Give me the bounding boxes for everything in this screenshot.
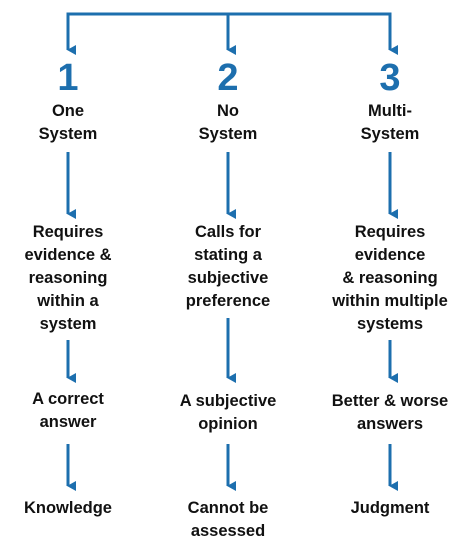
column-2-result: Cannot be assessed: [150, 497, 306, 543]
column-2-criteria-line: stating a: [194, 246, 262, 264]
column-3-criteria-line: Requires: [354, 223, 426, 241]
column-2-criteria-line: preference: [185, 292, 271, 310]
column-3-criteria-line: systems: [356, 315, 424, 333]
column-1-criteria-line: system: [39, 315, 97, 333]
column-1-criteria-line: within a: [37, 292, 99, 310]
column-3-number: 3: [379, 57, 401, 99]
column-1-heading-line: System: [38, 125, 98, 143]
column-1-outcome: A correct answer: [0, 388, 146, 434]
column-2-criteria-line: subjective: [187, 269, 269, 287]
column-2-result-line: Cannot be: [187, 499, 269, 517]
column-1-number: 1: [57, 57, 79, 99]
column-2-result-line: assessed: [190, 522, 266, 540]
column-3-outcome: Better & worse answers: [312, 390, 468, 436]
column-2-heading-line: No: [217, 102, 239, 120]
column-3-outcome-line: answers: [356, 415, 424, 433]
column-1-criteria-line: evidence &: [24, 246, 112, 264]
column-3-result-line: Judgment: [350, 499, 430, 517]
column-1-outcome-line: answer: [39, 413, 97, 431]
column-3-heading-line: Multi-: [368, 102, 412, 120]
column-3-outcome-line: Better & worse: [331, 392, 449, 410]
column-1-criteria-line: Requires: [32, 223, 104, 241]
column-2-heading: No System: [150, 100, 306, 146]
column-1-criteria-line: reasoning: [28, 269, 108, 287]
column-1-result: Knowledge: [0, 497, 146, 520]
column-2-outcome: A subjective opinion: [150, 390, 306, 436]
column-3-result: Judgment: [312, 497, 468, 520]
column-3-criteria-line: & reasoning: [342, 269, 438, 287]
column-1-heading: One System: [0, 100, 146, 146]
column-1-outcome-line: A correct: [32, 390, 104, 408]
column-2-number: 2: [217, 57, 239, 99]
column-2-outcome-line: A subjective: [179, 392, 277, 410]
column-1-result-line: Knowledge: [23, 499, 112, 517]
column-1-criteria: Requires evidence & reasoning within a s…: [0, 221, 146, 336]
column-3-criteria: Requires evidence & reasoning within mul…: [312, 221, 468, 336]
column-2-criteria: Calls for stating a subjective preferenc…: [150, 221, 306, 313]
column-3-criteria-line: within multiple: [332, 292, 448, 310]
column-3-heading: Multi- System: [312, 100, 468, 146]
column-2-criteria-line: Calls for: [194, 223, 262, 241]
column-1-heading-line: One: [51, 102, 85, 120]
column-3-criteria-line: evidence: [354, 246, 426, 264]
column-3-heading-line: System: [360, 125, 420, 143]
column-2-outcome-line: opinion: [198, 415, 258, 433]
column-2-heading-line: System: [198, 125, 258, 143]
